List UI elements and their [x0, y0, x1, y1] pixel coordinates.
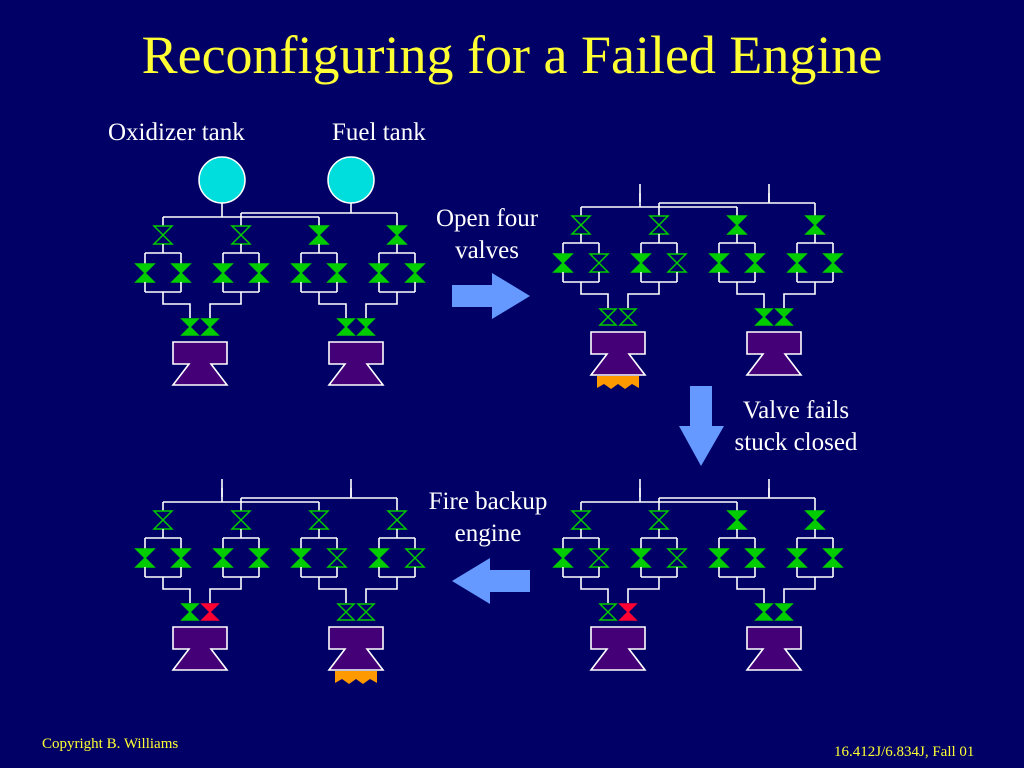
upper-valve-2 [648, 510, 670, 530]
engine-a-valve-1 [180, 603, 200, 621]
engine-a-valve-2 [618, 603, 638, 621]
fire-backup-label: Fire backup engine [418, 486, 558, 550]
lower-valve-3 [630, 548, 652, 568]
upper-valve-3 [726, 510, 748, 530]
engine-a-valve-2 [618, 308, 638, 326]
engine-b [327, 626, 385, 671]
lower-valve-5 [708, 548, 730, 568]
lower-valve-7 [368, 548, 390, 568]
arrow-down [679, 386, 724, 466]
engine-b-flame [335, 671, 377, 684]
lower-valve-8 [822, 548, 844, 568]
lower-valve-8 [404, 548, 426, 568]
lower-valve-6 [744, 253, 766, 273]
valve-fails-line-1: Valve fails [742, 397, 850, 424]
upper-valve-2 [648, 215, 670, 235]
upper-valve-4 [386, 225, 408, 245]
lower-valve-4 [248, 263, 270, 283]
upper-valve-3 [308, 225, 330, 245]
lower-valve-5 [290, 263, 312, 283]
engine-b-valve-1 [336, 603, 356, 621]
engine-b-valve-2 [356, 603, 376, 621]
engine-a [171, 626, 229, 671]
engine-b-valve-1 [754, 603, 774, 621]
engine-a-flame [597, 376, 639, 389]
engine-b [745, 331, 803, 376]
lower-valve-6 [326, 263, 348, 283]
open-four-valves-line-2: valves [455, 237, 519, 264]
lower-valve-2 [588, 253, 610, 273]
copyright-footer: Copyright B. Williams [42, 736, 179, 752]
upper-valve-4 [386, 510, 408, 530]
slide-title: Reconfiguring for a Failed Engine [141, 25, 883, 85]
open-four-valves-line-1: Open four [435, 205, 539, 232]
oxidizer-tank-label: Oxidizer tank [108, 119, 245, 146]
oxidizer-tank [198, 156, 246, 204]
lower-valve-4 [666, 253, 688, 273]
upper-valve-2 [230, 510, 252, 530]
upper-valve-3 [726, 215, 748, 235]
lower-valve-1 [552, 253, 574, 273]
engine-a [589, 331, 647, 376]
upper-valve-4 [804, 215, 826, 235]
lower-valve-4 [666, 548, 688, 568]
lower-valve-5 [290, 548, 312, 568]
engine-b [745, 626, 803, 671]
upper-valve-3 [308, 510, 330, 530]
fire-backup-line-1: Fire backup [428, 488, 548, 515]
valve-fails-line-2: stuck closed [734, 429, 858, 456]
engine-b-valve-1 [754, 308, 774, 326]
engine-a-valve-2 [200, 603, 220, 621]
lower-valve-7 [368, 263, 390, 283]
lower-valve-7 [786, 548, 808, 568]
arrow-right [452, 273, 530, 319]
upper-valve-1 [570, 510, 592, 530]
fire-backup-line-2: engine [454, 520, 522, 547]
lower-valve-5 [708, 253, 730, 273]
lower-valve-7 [786, 253, 808, 273]
valve-fails-label: Valve fails stuck closed [724, 395, 868, 459]
lower-valve-1 [134, 548, 156, 568]
engine-a-valve-2 [200, 318, 220, 336]
engine-a [589, 626, 647, 671]
upper-valve-1 [152, 225, 174, 245]
lower-valve-6 [744, 548, 766, 568]
arrow-left [452, 558, 530, 604]
lower-valve-3 [630, 253, 652, 273]
engine-b-valve-2 [774, 603, 794, 621]
engine-b-valve-1 [336, 318, 356, 336]
fuel-tank [327, 156, 375, 204]
lower-valve-6 [326, 548, 348, 568]
upper-valve-1 [570, 215, 592, 235]
lower-valve-2 [170, 548, 192, 568]
lower-valve-2 [170, 263, 192, 283]
engine-a [171, 341, 229, 386]
lower-valve-1 [552, 548, 574, 568]
lower-valve-3 [212, 548, 234, 568]
engine-a-valve-1 [180, 318, 200, 336]
lower-valve-8 [822, 253, 844, 273]
fuel-tank-label: Fuel tank [332, 119, 426, 146]
diagram-after_failure [552, 479, 844, 671]
open-four-valves-label: Open four valves [424, 203, 550, 267]
engine-b-valve-2 [356, 318, 376, 336]
upper-valve-1 [152, 510, 174, 530]
diagram-initial [134, 156, 426, 386]
engine-b-valve-2 [774, 308, 794, 326]
upper-valve-2 [230, 225, 252, 245]
lower-valve-2 [588, 548, 610, 568]
engine-a-valve-1 [598, 603, 618, 621]
lower-valve-1 [134, 263, 156, 283]
upper-valve-4 [804, 510, 826, 530]
diagram-after_open [552, 184, 844, 389]
lower-valve-3 [212, 263, 234, 283]
course-footer: 16.412J/6.834J, Fall 01 [834, 744, 975, 760]
engine-b [327, 341, 385, 386]
lower-valve-4 [248, 548, 270, 568]
engine-a-valve-1 [598, 308, 618, 326]
diagram-backup [134, 479, 426, 684]
lower-valve-8 [404, 263, 426, 283]
